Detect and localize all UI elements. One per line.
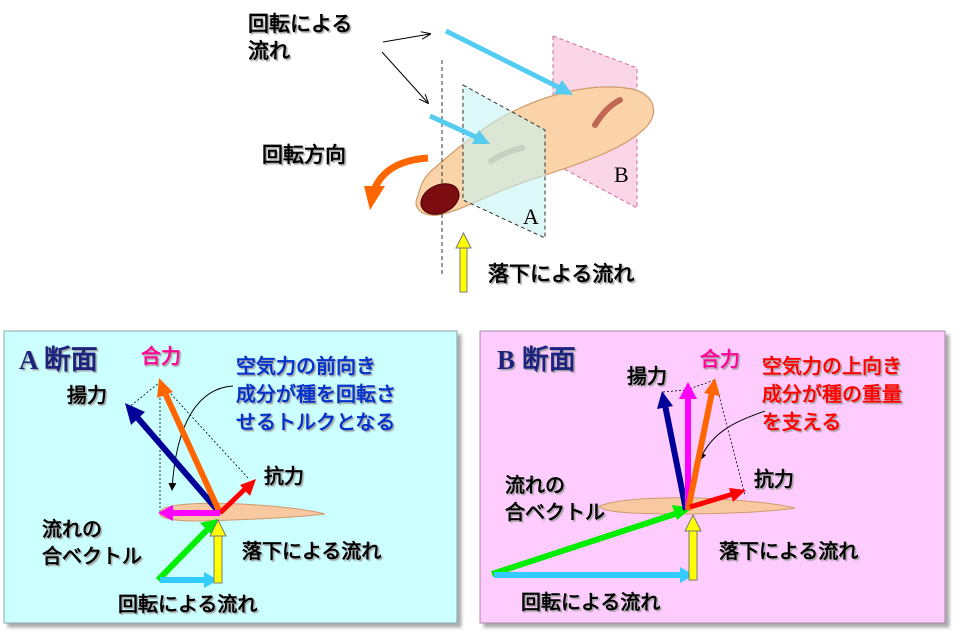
airfoil-a [159, 502, 326, 522]
drag-label-b: 抗力 [754, 467, 794, 491]
fall-flow-arrow-b [684, 513, 702, 581]
lift-arrow-a [125, 403, 223, 515]
rotation-flow-label-a: 回転による流れ [118, 592, 257, 616]
note-b-line1: 空気力の上向き [762, 354, 902, 378]
seed-body [420, 183, 460, 215]
torque-component-arrow-a [158, 505, 220, 521]
panel-b-background [479, 330, 946, 624]
combined-flow-label-a-line1: 流れの [42, 517, 102, 541]
rotation-flow-arrow-b [494, 567, 694, 583]
rotation-flow-label-line1: 回転による [248, 12, 352, 36]
drag-label-a: 抗力 [264, 464, 304, 488]
panel-b-title: B 断面 [497, 345, 576, 375]
panel-section-b: B 断面 [479, 330, 946, 624]
drag-arrow-a [218, 479, 256, 515]
section-b-letter: B [614, 162, 629, 187]
rotation-flow-arrow-top [444, 28, 573, 95]
rotation-direction-arrow [364, 154, 429, 210]
rotation-flow-arrow-mid [428, 113, 490, 144]
note-a-line2: 成分が種を回転さ [236, 382, 396, 406]
rotation-flow-label-b: 回転による流れ [521, 590, 660, 614]
fall-flow-arrow-a [209, 518, 227, 584]
rotation-flow-arrow-a [160, 572, 218, 588]
lift-label-b: 揚力 [627, 364, 667, 388]
pointer-arrow [381, 51, 428, 103]
lift-label-a: 揚力 [67, 383, 107, 407]
pointer-arrow [382, 34, 430, 43]
fall-flow-label-a: 落下による流れ [242, 539, 381, 563]
panel-a-background [3, 330, 458, 624]
fall-flow-arrow-top [455, 231, 472, 293]
vertical-component-arrow-b [679, 382, 697, 510]
combined-flow-label-b-line2: 合ベクトル [505, 500, 605, 524]
panel-section-a: A 断面 [3, 330, 458, 624]
combined-flow-label-b-line1: 流れの [505, 473, 565, 497]
note-b-line2: 成分が種の重量 [762, 382, 902, 406]
fall-flow-label-top: 落下による流れ [488, 262, 634, 286]
section-a-letter: A [523, 204, 539, 229]
rotation-flow-label-line2: 流れ [248, 39, 290, 63]
fall-flow-label-b: 落下による流れ [719, 539, 858, 563]
note-a-line1: 空気力の前向き [236, 354, 376, 378]
note-a-line3: せるトルクとなる [236, 410, 395, 434]
lift-arrow-b [657, 391, 689, 511]
resultant-arrow-b [685, 378, 720, 511]
panel-a-title: A 断面 [19, 345, 98, 375]
rotation-direction-label: 回転方向 [262, 143, 346, 167]
note-b-line3: を支える [762, 410, 841, 434]
resultant-label-b: 合力 [700, 347, 740, 371]
resultant-arrow-a [157, 378, 223, 515]
section-plane-a [462, 84, 546, 239]
drag-arrow-b [689, 488, 746, 510]
seed-illustration: 回転による 流れ A B [248, 12, 655, 293]
wing-section-mark-b [592, 97, 623, 128]
resultant-label-a: 合力 [141, 344, 181, 368]
combined-flow-label-a-line2: 合ベクトル [42, 544, 142, 568]
